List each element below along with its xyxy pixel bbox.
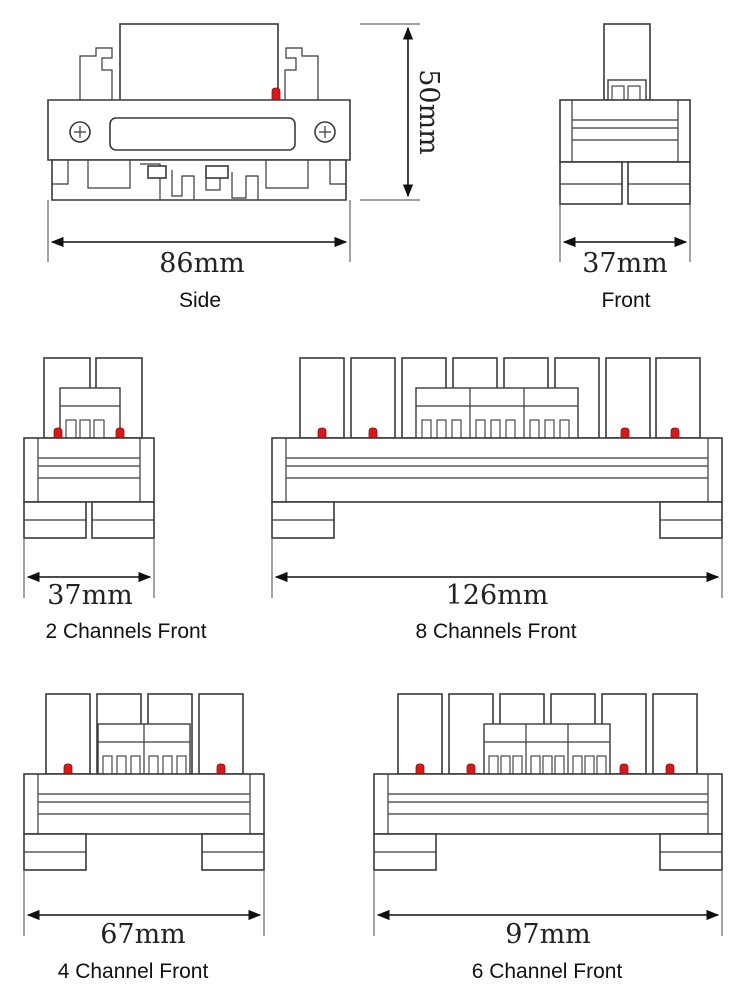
- two-ch-slot: [79, 419, 91, 439]
- side-relay-body: [119, 23, 279, 105]
- six-ch-relay: [397, 693, 443, 775]
- eight-ch-relay: [605, 357, 651, 439]
- side-left-screw: [69, 121, 91, 143]
- side-label-window: [109, 117, 296, 151]
- six-channel-view: 97mm 6 Channel Front: [373, 693, 723, 983]
- front-caption: Front: [601, 289, 650, 312]
- two-ch-caption: 2 Channels Front: [45, 620, 206, 643]
- eight-ch-relay: [655, 357, 701, 439]
- two-ch-rail-lines: [37, 438, 141, 502]
- eight-ch-caption: 8 Channels Front: [415, 620, 576, 643]
- four-channel-view: 67mm 4 Channel Front: [23, 693, 265, 983]
- four-ch-dimension: 67mm: [100, 919, 186, 950]
- four-ch-terminal-lines: [98, 724, 190, 774]
- eight-ch-dimension: 126mm: [446, 580, 549, 611]
- two-ch-slot: [93, 419, 105, 439]
- six-ch-caption: 6 Channel Front: [472, 960, 623, 983]
- front-dimension: 37mm: [582, 248, 668, 279]
- side-base-edges: [52, 160, 346, 185]
- two-ch-dimension: 37mm: [47, 580, 133, 611]
- side-left-clip: [79, 47, 113, 100]
- side-view: 86mm Side 50mm: [47, 23, 444, 312]
- eight-ch-slots: [421, 419, 570, 439]
- four-ch-rail: [23, 773, 265, 835]
- front-rail-lines: [571, 100, 679, 162]
- side-height-dimension: 50mm: [413, 69, 444, 155]
- six-ch-terminal-lines: [484, 724, 610, 774]
- side-base-recess: [87, 160, 309, 189]
- eight-channel-view: 126mm 8 Channels Front: [271, 357, 723, 643]
- six-ch-relay: [652, 693, 698, 775]
- side-din-clip: [140, 163, 259, 200]
- two-ch-slot: [65, 419, 77, 439]
- side-base: [51, 159, 347, 201]
- two-ch-rail: [23, 437, 155, 503]
- front-foot-right: [627, 161, 691, 205]
- side-caption: Side: [179, 289, 221, 312]
- side-clip-pad-2: [205, 165, 229, 179]
- eight-ch-relay: [350, 357, 396, 439]
- four-ch-slots: [102, 755, 187, 775]
- side-right-clip: [284, 47, 319, 100]
- six-ch-rail: [373, 773, 723, 835]
- four-ch-relay: [198, 693, 244, 775]
- front-view: 37mm Front: [559, 23, 691, 312]
- four-ch-rail-lines: [37, 774, 251, 834]
- side-dimension: 86mm: [159, 248, 245, 279]
- side-right-screw: [314, 121, 336, 143]
- six-ch-slots: [488, 755, 607, 775]
- eight-ch-terminal-lines: [416, 388, 578, 438]
- six-ch-rail-lines: [387, 774, 709, 834]
- side-clip-pad-1: [147, 165, 167, 179]
- six-ch-dimension: 97mm: [505, 919, 591, 950]
- eight-ch-relay: [299, 357, 345, 439]
- two-channel-view: 37mm 2 Channels Front: [23, 357, 207, 643]
- four-ch-caption: 4 Channel Front: [58, 960, 209, 983]
- eight-ch-rail-lines: [285, 438, 709, 502]
- front-foot-left: [559, 161, 623, 205]
- eight-ch-rail: [271, 437, 723, 503]
- four-ch-relay: [45, 693, 91, 775]
- front-housing: [559, 99, 691, 163]
